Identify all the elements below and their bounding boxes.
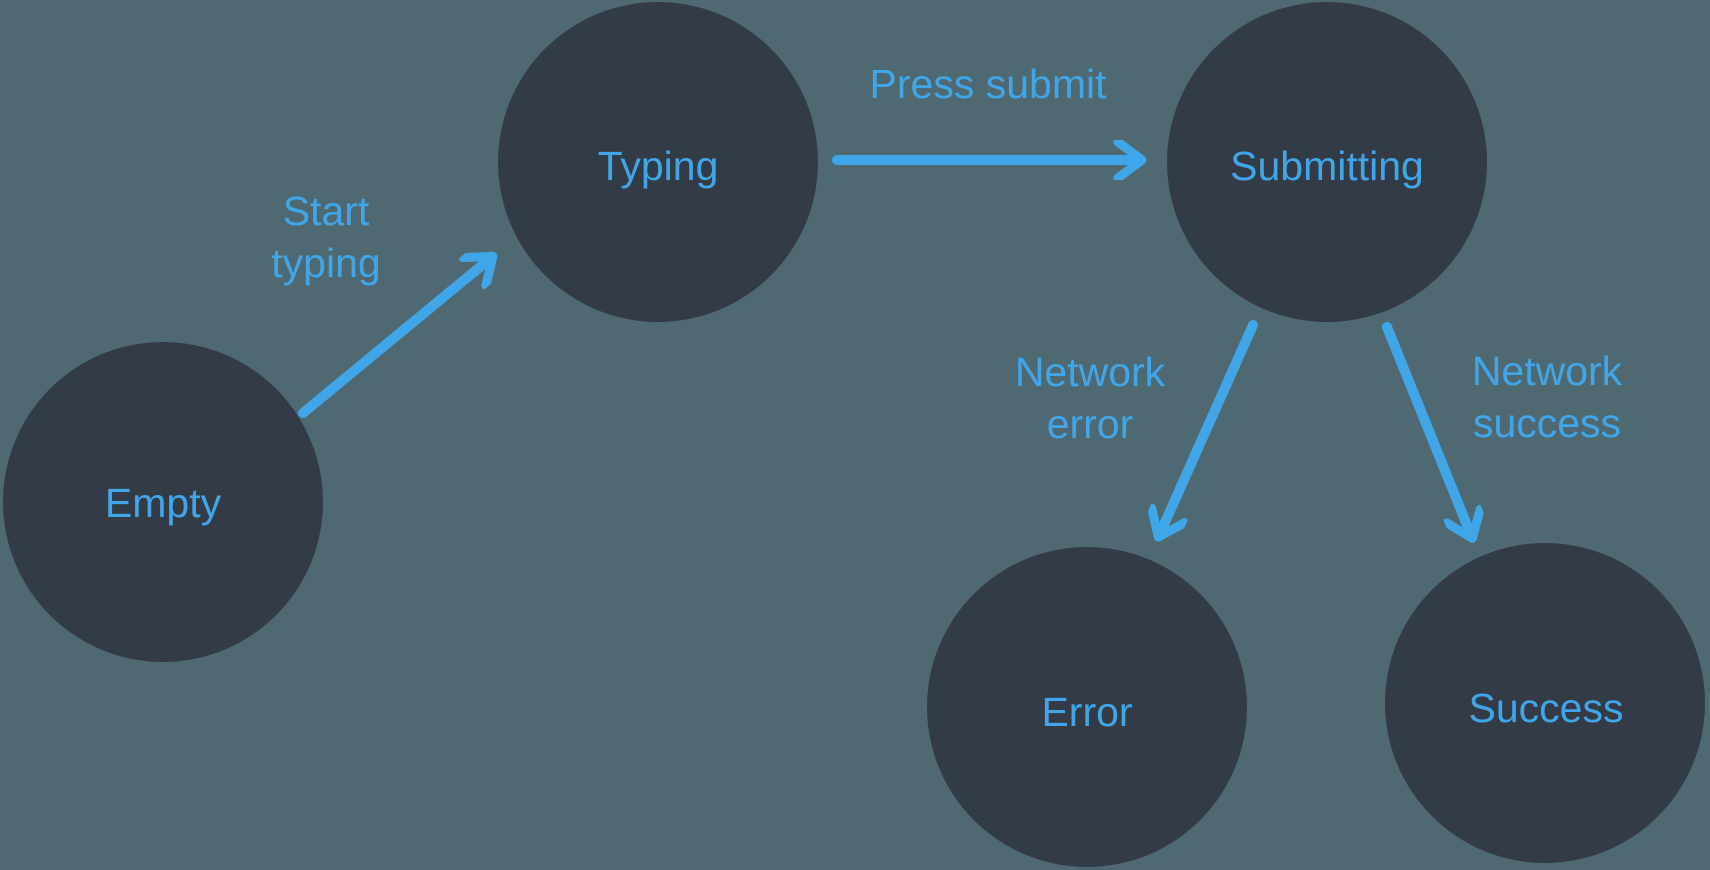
state-node-empty: [3, 342, 323, 662]
state-node-typing: [498, 2, 818, 322]
edge-submitting-to-error-arrow: [1162, 320, 1258, 529]
state-label-submitting: Submitting: [1230, 143, 1424, 189]
edge-labels: Start typing Press submit Network error …: [271, 61, 1622, 447]
edge-label-start-typing-line2: typing: [271, 240, 380, 286]
state-label-empty: Empty: [105, 480, 222, 526]
state-label-typing: Typing: [598, 143, 719, 189]
edges: [298, 160, 1469, 530]
nodes: Empty Typing Submitting Error Success: [3, 2, 1705, 867]
edge-submitting-to-success-arrow: [1382, 322, 1469, 530]
state-node-success: [1385, 543, 1705, 863]
edge-empty-to-typing-arrow: [298, 262, 486, 418]
state-label-error: Error: [1041, 689, 1132, 735]
state-node-submitting: [1167, 2, 1487, 322]
state-label-success: Success: [1469, 685, 1624, 731]
edge-label-network-error-line1: Network: [1015, 349, 1166, 395]
edge-label-network-error-line2: error: [1047, 401, 1134, 447]
edge-label-press-submit: Press submit: [870, 61, 1108, 107]
edge-label-network-success-line1: Network: [1472, 348, 1623, 394]
edge-label-start-typing-line1: Start: [283, 188, 370, 234]
state-node-error: [927, 547, 1247, 867]
edge-label-network-success-line2: success: [1473, 400, 1621, 446]
